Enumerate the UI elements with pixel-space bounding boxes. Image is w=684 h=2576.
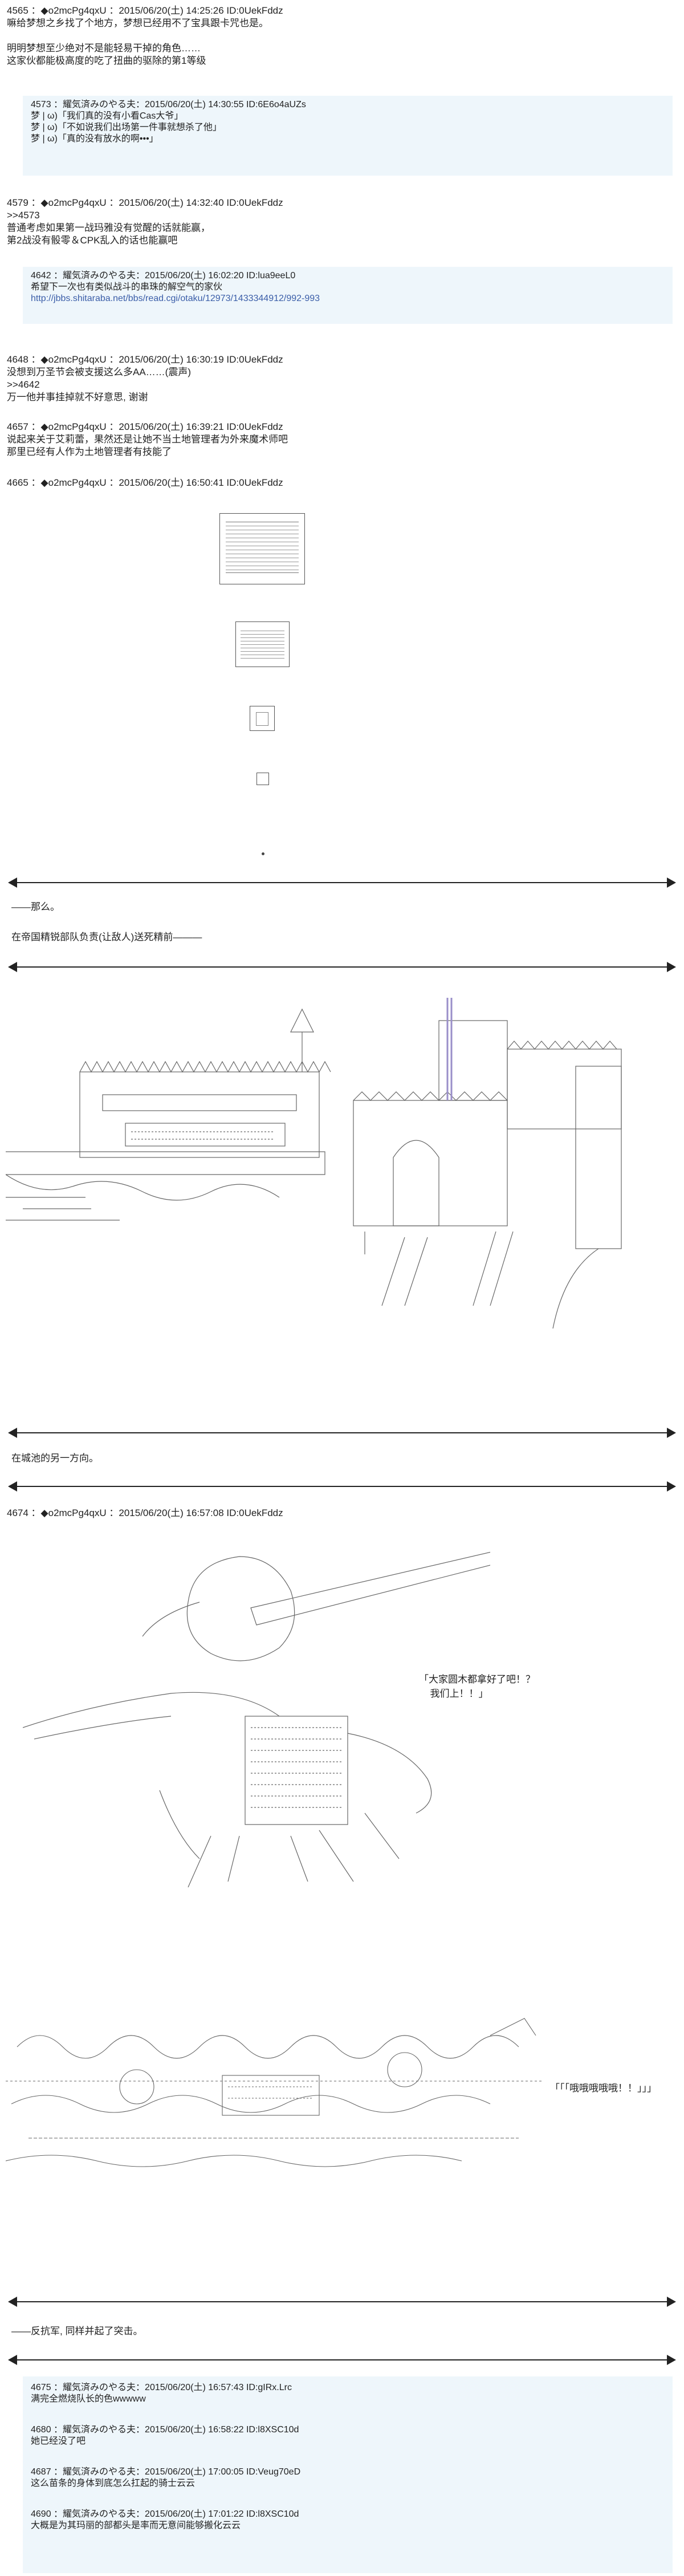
post-line: 梦 | ω)「我们真的没有小看Cas大爷」 [31,111,184,121]
post-line: 明明梦想至少绝对不是能轻易干掉的角色…… [7,43,201,54]
post-4665: 4665 ：◆o2mcPg4qxU ：2015/06/20(土) 16:50:4… [7,477,677,489]
scene-separator [8,960,676,974]
scroll-box-small [250,706,275,731]
post-reply-link[interactable]: >>4573 [7,210,40,221]
post-header: 4565 ：◆o2mcPg4qxU ：2015/06/20(土) 14:25:2… [7,5,283,16]
post-4648: 4648 ：◆o2mcPg4qxU ：2015/06/20(土) 16:30:1… [7,354,677,404]
post-header: 4690 ：耀気済みのやる夫：2015/06/20(土) 17:01:22 ID… [31,2509,299,2519]
post-line: 希望下一次也有类似战斗的串珠的解空气的家伙 [31,282,223,292]
quoted-post-4690: 4690 ：耀気済みのやる夫：2015/06/20(土) 17:01:22 ID… [31,2509,665,2532]
quoted-post-4573: 4573 ：耀気済みのやる夫：2015/06/20(土) 14:30:55 ID… [23,96,673,176]
castle-ascii-art [6,998,622,1329]
vanishing-dot [262,852,264,855]
post-line: 万一他并事挂掉就不好意思, 谢谢 [7,392,148,403]
post-header: 4657 ：◆o2mcPg4qxU ：2015/06/20(土) 16:39:2… [7,421,283,432]
scene-separator [8,2352,676,2367]
soldier-ascii-art [23,1551,490,1888]
post-line: 大概是为其玛丽的部都头是率而无意间能够搬化云云 [31,2521,241,2530]
post-header: 4642 ：耀気済みのやる夫：2015/06/20(土) 16:02:20 ID… [31,271,296,281]
post-line: 说起来关于艾莉蕾，果然还是让她不当土地管理者为外来魔术师吧 [7,434,288,445]
story-caption: 在帝国精锐部队负责(让敌人)送死精前——— [11,932,202,942]
quoted-post-4642: 4642 ：耀気済みのやる夫：2015/06/20(土) 16:02:20 ID… [23,267,673,324]
post-header: 4573 ：耀気済みのやる夫：2015/06/20(土) 14:30:55 ID… [31,100,306,109]
post-line: 梦 | ω)「真的没有放水的啊•••」 [31,134,158,144]
post-header: 4665 ：◆o2mcPg4qxU ：2015/06/20(土) 16:50:4… [7,477,283,488]
post-line: 第2战没有骰零＆CPK乱入的话也能赢吧 [7,235,178,246]
story-caption: ——那么。 [11,901,60,912]
post-line: 这家伙都能极高度的吃了扭曲的驱除的第1等级 [7,55,206,66]
quoted-replies-block: 4675 ：耀気済みのやる夫：2015/06/20(土) 16:57:43 ID… [23,2376,673,2573]
post-line: 没想到万圣节会被支援这么多AA……(震声) [7,367,191,377]
post-4579: 4579 ：◆o2mcPg4qxU ：2015/06/20(土) 14:32:4… [7,197,677,247]
scene-separator [8,1425,676,1440]
scroll-box-tiny [256,773,269,785]
post-4565: 4565 ：◆o2mcPg4qxU ：2015/06/20(土) 14:25:2… [7,5,677,67]
post-4657: 4657 ：◆o2mcPg4qxU ：2015/06/20(土) 16:39:2… [7,421,677,458]
story-caption: 在城池的另一方向。 [11,1453,99,1464]
post-line: 梦 | ω)「不如说我们出场第一件事就想杀了他」 [31,123,222,132]
crowd-ascii-art [6,2018,542,2167]
post-line: 那里已经有人作为土地管理者有技能了 [7,446,172,457]
post-4674: 4674 ：◆o2mcPg4qxU ：2015/06/20(土) 16:57:0… [7,1507,677,1519]
quoted-post-4675: 4675 ：耀気済みのやる夫：2015/06/20(土) 16:57:43 ID… [31,2382,665,2405]
post-header: 4675 ：耀気済みのやる夫：2015/06/20(土) 16:57:43 ID… [31,2383,292,2392]
scene-separator [8,2294,676,2309]
scene-separator [8,1479,676,1494]
quoted-post-4680: 4680 ：耀気済みのやる夫：2015/06/20(土) 16:58:22 ID… [31,2424,665,2447]
post-header: 4680 ：耀気済みのやる夫：2015/06/20(土) 16:58:22 ID… [31,2425,299,2435]
quoted-post-4687: 4687 ：耀気済みのやる夫：2015/06/20(土) 17:00:05 ID… [31,2467,665,2489]
scroll-box-medium [235,621,290,667]
story-caption: ——反抗军, 同样并起了突击。 [11,2326,143,2337]
post-header: 4648 ：◆o2mcPg4qxU ：2015/06/20(土) 16:30:1… [7,354,283,365]
post-line: 嘛给梦想之乡找了个地方，梦想已经用不了宝具跟卡咒也是。 [7,18,268,29]
speech-line: 我们上！！」 [425,1688,488,1699]
scene-separator [8,875,676,890]
crowd-shout: 「「「哦哦哦哦哦！！」」」 [550,2083,657,2094]
post-line: 这么苗条的身体到底怎么扛起的骑士云云 [31,2479,196,2488]
post-line: 普通考虑如果第一战玛雅没有觉醒的话就能赢， [7,222,210,233]
scroll-box-large [219,513,305,584]
thread-link[interactable]: http://jbbs.shitaraba.net/bbs/read.cgi/o… [31,294,320,303]
post-header: 4687 ：耀気済みのやる夫：2015/06/20(土) 17:00:05 ID… [31,2467,301,2477]
post-reply-link[interactable]: >>4642 [7,379,40,390]
post-header: 4579 ：◆o2mcPg4qxU ：2015/06/20(土) 14:32:4… [7,197,283,208]
speech-line: 「大家圆木都拿好了吧！？ [419,1674,535,1685]
post-header: 4674 ：◆o2mcPg4qxU ：2015/06/20(土) 16:57:0… [7,1508,283,1518]
post-line: 她已经没了吧 [31,2436,86,2446]
post-line: 满完全燃烧队长的色wwwww [31,2394,146,2404]
